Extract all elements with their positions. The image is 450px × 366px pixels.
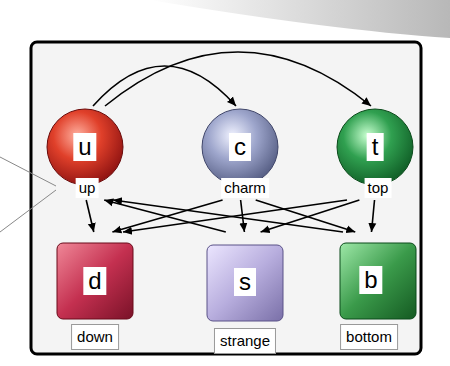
quark-name: top [365, 178, 392, 198]
quark-name: charm [221, 178, 269, 198]
swoosh [150, 0, 450, 38]
frame [31, 42, 421, 354]
quark-name: strange [214, 328, 276, 354]
quark-up-type: c charm [195, 106, 285, 200]
quark-name: bottom [340, 324, 398, 350]
gem-round [337, 109, 413, 185]
quark-symbol: d [83, 267, 106, 295]
transition-arrow [371, 200, 374, 232]
gem-square [340, 243, 416, 319]
quark-up-type: t top [330, 106, 420, 200]
quark-down-type: d down [50, 232, 140, 354]
quark-symbol: t [367, 133, 384, 161]
transition-arrow [105, 52, 371, 106]
transition-arrow [93, 66, 236, 106]
quark-name: up [76, 178, 99, 198]
quark-up-type: u up [40, 106, 130, 200]
quark-symbol: u [73, 133, 96, 161]
pointer-line [0, 157, 56, 186]
gem-square [207, 245, 283, 321]
gem-square [57, 243, 133, 319]
quark-name: down [71, 324, 119, 350]
quark-down-type: s strange [200, 232, 290, 354]
quark-symbol: b [359, 266, 382, 294]
quark-symbol: c [229, 133, 251, 161]
quark-symbol: s [234, 268, 256, 296]
gem-round [202, 109, 278, 185]
transition-arrow [113, 200, 343, 232]
gem-round [47, 109, 123, 185]
transition-arrow [86, 200, 94, 232]
transition-arrow [241, 200, 245, 232]
pointer-line [0, 190, 56, 232]
transition-arrow [104, 200, 226, 232]
quark-down-type: b bottom [323, 232, 419, 354]
